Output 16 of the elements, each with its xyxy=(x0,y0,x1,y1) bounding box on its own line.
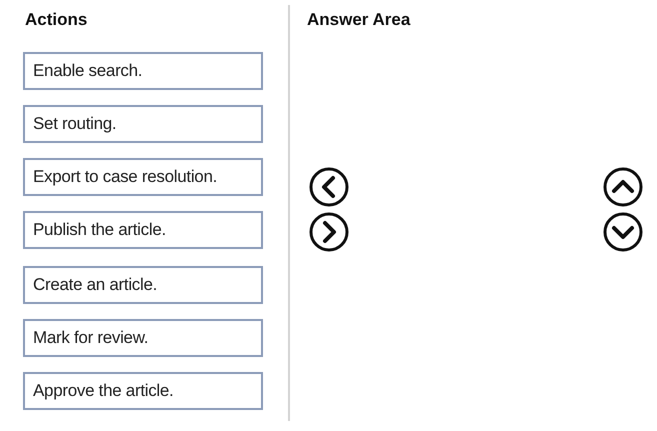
action-box xyxy=(23,266,263,304)
action-text: Enable search. xyxy=(33,61,142,81)
section-heading: Actions xyxy=(25,10,88,30)
section-heading: Answer Area xyxy=(307,10,410,30)
action-box xyxy=(23,211,263,249)
action-box xyxy=(23,319,263,357)
action-text: Mark for review. xyxy=(33,328,148,348)
action-box xyxy=(23,372,263,410)
action-text: Create an article. xyxy=(33,275,158,295)
action-box xyxy=(23,52,263,90)
action-text: Set routing. xyxy=(33,114,116,134)
action-text: Publish the article. xyxy=(33,220,166,240)
action-text: Export to case resolution. xyxy=(33,167,218,187)
action-text: Approve the article. xyxy=(33,381,174,401)
action-box xyxy=(23,105,263,143)
action-box xyxy=(23,158,263,196)
